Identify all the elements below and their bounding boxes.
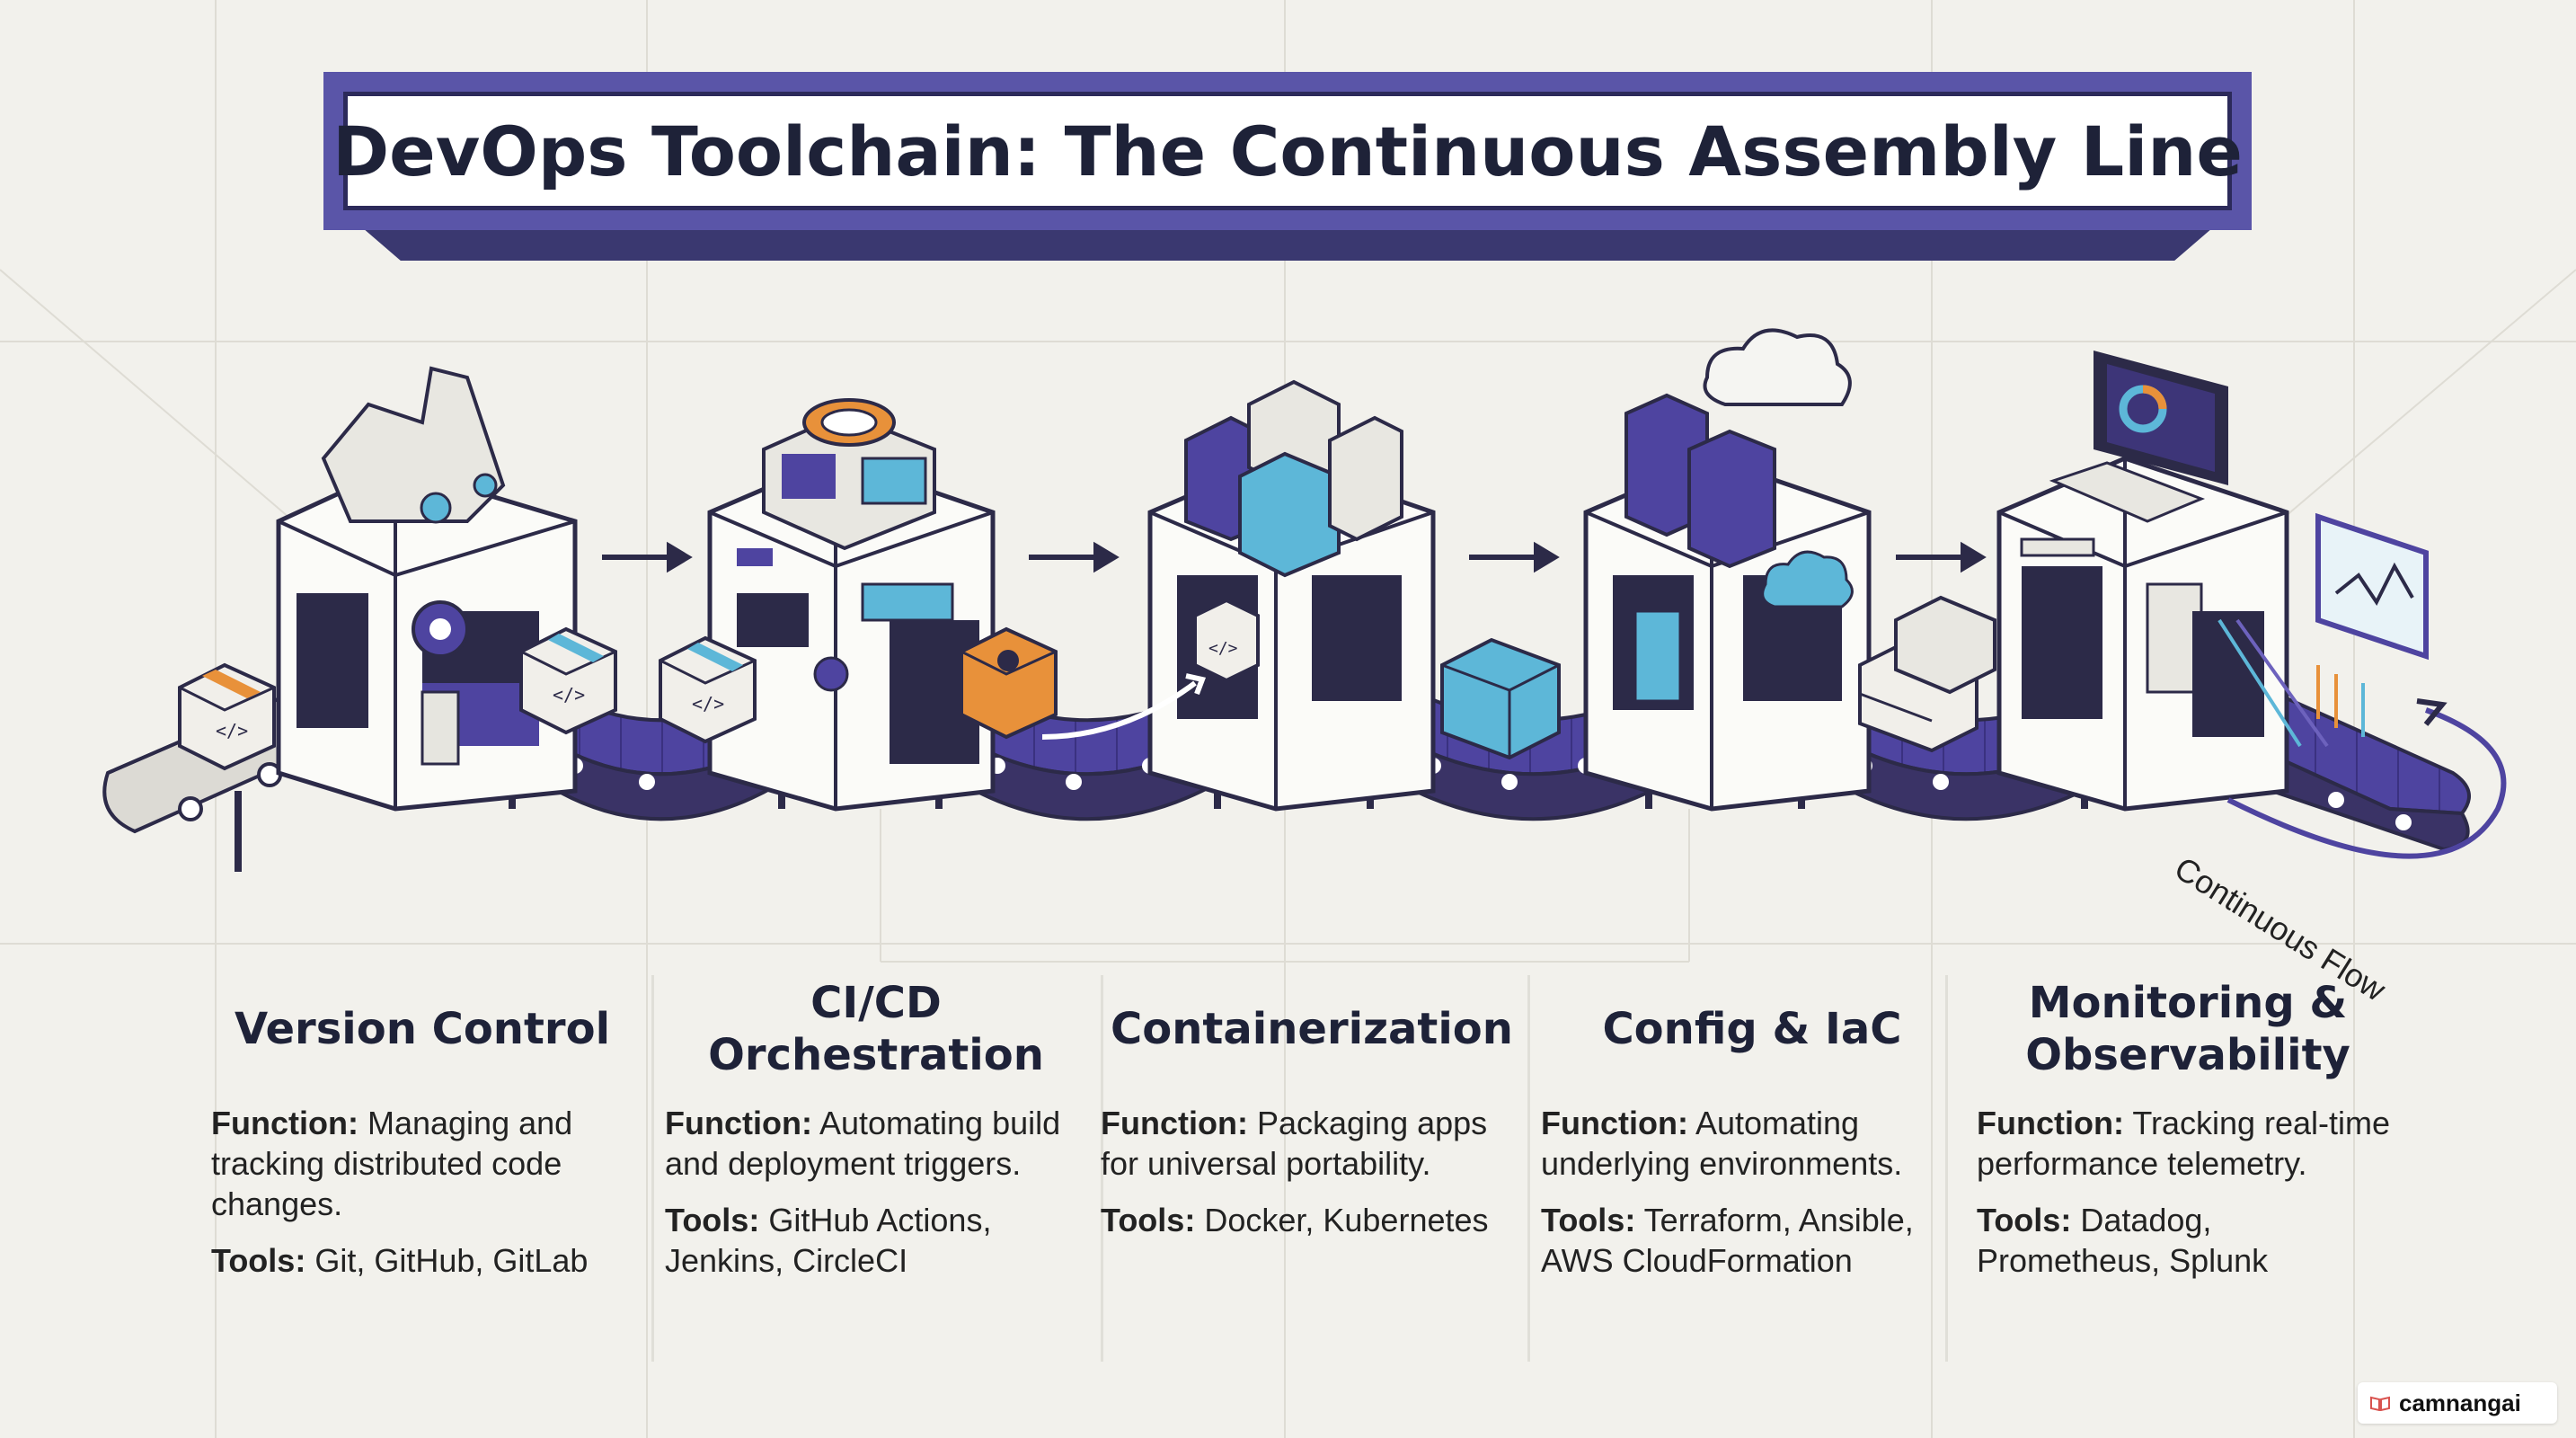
code-glyph: </> bbox=[692, 693, 724, 715]
stage-function: Function: Tracking real-time performance… bbox=[1977, 1103, 2399, 1184]
machine-monitoring bbox=[1996, 351, 2289, 812]
stage-function: Function: Automating build and deploymen… bbox=[665, 1103, 1087, 1184]
code-package: </> bbox=[519, 626, 617, 735]
page-title: DevOps Toolchain: The Continuous Assembl… bbox=[332, 111, 2243, 191]
stage-title: Config & IaC bbox=[1602, 1004, 1902, 1054]
book-icon bbox=[2370, 1396, 2390, 1411]
tools-label: Tools: bbox=[1101, 1202, 1196, 1238]
stage-config-iac: Config & IaC Function: Automating underl… bbox=[1541, 975, 1963, 1297]
stage-tools: Tools: Docker, Kubernetes bbox=[1101, 1200, 1523, 1240]
telemetry-signals bbox=[2217, 618, 2365, 748]
banner-panel: DevOps Toolchain: The Continuous Assembl… bbox=[332, 92, 2243, 210]
function-label: Function: bbox=[1541, 1105, 1688, 1141]
conveyor-items: </> </> </> </> bbox=[178, 512, 2429, 771]
function-text: Tracking real-time performance telemetry… bbox=[1977, 1105, 2391, 1182]
tools-label: Tools: bbox=[1541, 1202, 1636, 1238]
flow-arrow-head bbox=[1185, 673, 1207, 696]
tools-text: Datadog, Prometheus, Splunk bbox=[1977, 1202, 2269, 1279]
code-glyph: </> bbox=[1208, 639, 1238, 658]
code-package: </> bbox=[178, 662, 276, 771]
machine-version-control bbox=[276, 366, 578, 812]
machine-cicd bbox=[707, 398, 996, 812]
stage-tools: Tools: Datadog, Prometheus, Splunk bbox=[1977, 1200, 2399, 1281]
function-label: Function: bbox=[211, 1105, 359, 1141]
column-divider bbox=[651, 975, 654, 1362]
stage-description: Function: Tracking real-time performance… bbox=[1977, 1103, 2399, 1281]
banner-frame: DevOps Toolchain: The Continuous Assembl… bbox=[323, 72, 2252, 230]
container-box bbox=[1440, 637, 1561, 760]
watermark-text: camnangai bbox=[2399, 1389, 2521, 1416]
machine-containerization bbox=[1147, 379, 1436, 812]
function-text: Managing and tracking distributed code c… bbox=[211, 1105, 573, 1222]
stage-tools: Tools: GitHub Actions, Jenkins, CircleCI bbox=[665, 1200, 1087, 1281]
column-divider bbox=[1101, 975, 1103, 1362]
stage-monitoring: Monitoring & Observability Function: Tra… bbox=[1977, 975, 2399, 1297]
stage-containerization: Containerization Function: Packaging app… bbox=[1101, 975, 1523, 1256]
code-glyph: </> bbox=[216, 720, 248, 741]
continuous-flow-arrow bbox=[2226, 698, 2507, 859]
stage-function: Function: Automating underlying environm… bbox=[1541, 1103, 1963, 1184]
stage-title: Containerization bbox=[1111, 1004, 1513, 1054]
tools-text: Terraform, Ansible, AWS CloudFormation bbox=[1541, 1202, 1914, 1279]
code-glyph: </> bbox=[553, 684, 585, 706]
build-artifact bbox=[960, 626, 1058, 740]
stage-description: Function: Managing and tracking distribu… bbox=[211, 1103, 633, 1281]
column-divider bbox=[1945, 975, 1948, 1362]
function-text: Automating build and deployment triggers… bbox=[665, 1105, 1061, 1182]
function-text: Automating underlying environments. bbox=[1541, 1105, 1903, 1182]
stage-tools: Tools: Git, GitHub, GitLab bbox=[211, 1240, 633, 1281]
stage-function: Function: Packaging apps for universal p… bbox=[1101, 1103, 1523, 1184]
column-divider bbox=[1527, 975, 1530, 1362]
code-package: </> bbox=[659, 635, 757, 744]
stage-description: Function: Automating underlying environm… bbox=[1541, 1103, 1963, 1281]
tools-label: Tools: bbox=[665, 1202, 760, 1238]
function-label: Function: bbox=[665, 1105, 812, 1141]
stage-title: CI/CD Orchestration bbox=[708, 978, 1044, 1080]
code-package: </> bbox=[1193, 598, 1260, 683]
tools-label: Tools: bbox=[211, 1242, 306, 1279]
stage-version-control: Version Control Function: Managing and t… bbox=[211, 975, 633, 1297]
stage-description: Function: Packaging apps for universal p… bbox=[1101, 1103, 1523, 1240]
dashboard-panel bbox=[2315, 512, 2429, 661]
machine-config-iac bbox=[1583, 328, 1872, 812]
function-label: Function: bbox=[1977, 1105, 2124, 1141]
process-arrows bbox=[602, 541, 1987, 573]
function-label: Function: bbox=[1101, 1105, 1248, 1141]
tools-text: Git, GitHub, GitLab bbox=[314, 1242, 589, 1279]
stage-function: Function: Managing and tracking distribu… bbox=[211, 1103, 633, 1224]
watermark-badge: camnangai bbox=[2358, 1382, 2557, 1424]
stage-tools: Tools: Terraform, Ansible, AWS CloudForm… bbox=[1541, 1200, 1963, 1281]
tools-label: Tools: bbox=[1977, 1202, 2072, 1238]
tools-text: Docker, Kubernetes bbox=[1204, 1202, 1489, 1238]
function-text: Packaging apps for universal portability… bbox=[1101, 1105, 1488, 1182]
stage-description: Function: Automating build and deploymen… bbox=[665, 1103, 1087, 1281]
title-banner: DevOps Toolchain: The Continuous Assembl… bbox=[323, 72, 2252, 261]
server-stack bbox=[1858, 595, 1996, 753]
tools-text: GitHub Actions, Jenkins, CircleCI bbox=[665, 1202, 992, 1279]
stage-cicd: CI/CD Orchestration Function: Automating… bbox=[665, 975, 1087, 1297]
stage-title: Version Control bbox=[234, 1004, 611, 1054]
stage-title: Monitoring & Observability bbox=[2025, 978, 2350, 1080]
flow-arrow bbox=[1041, 680, 1197, 740]
